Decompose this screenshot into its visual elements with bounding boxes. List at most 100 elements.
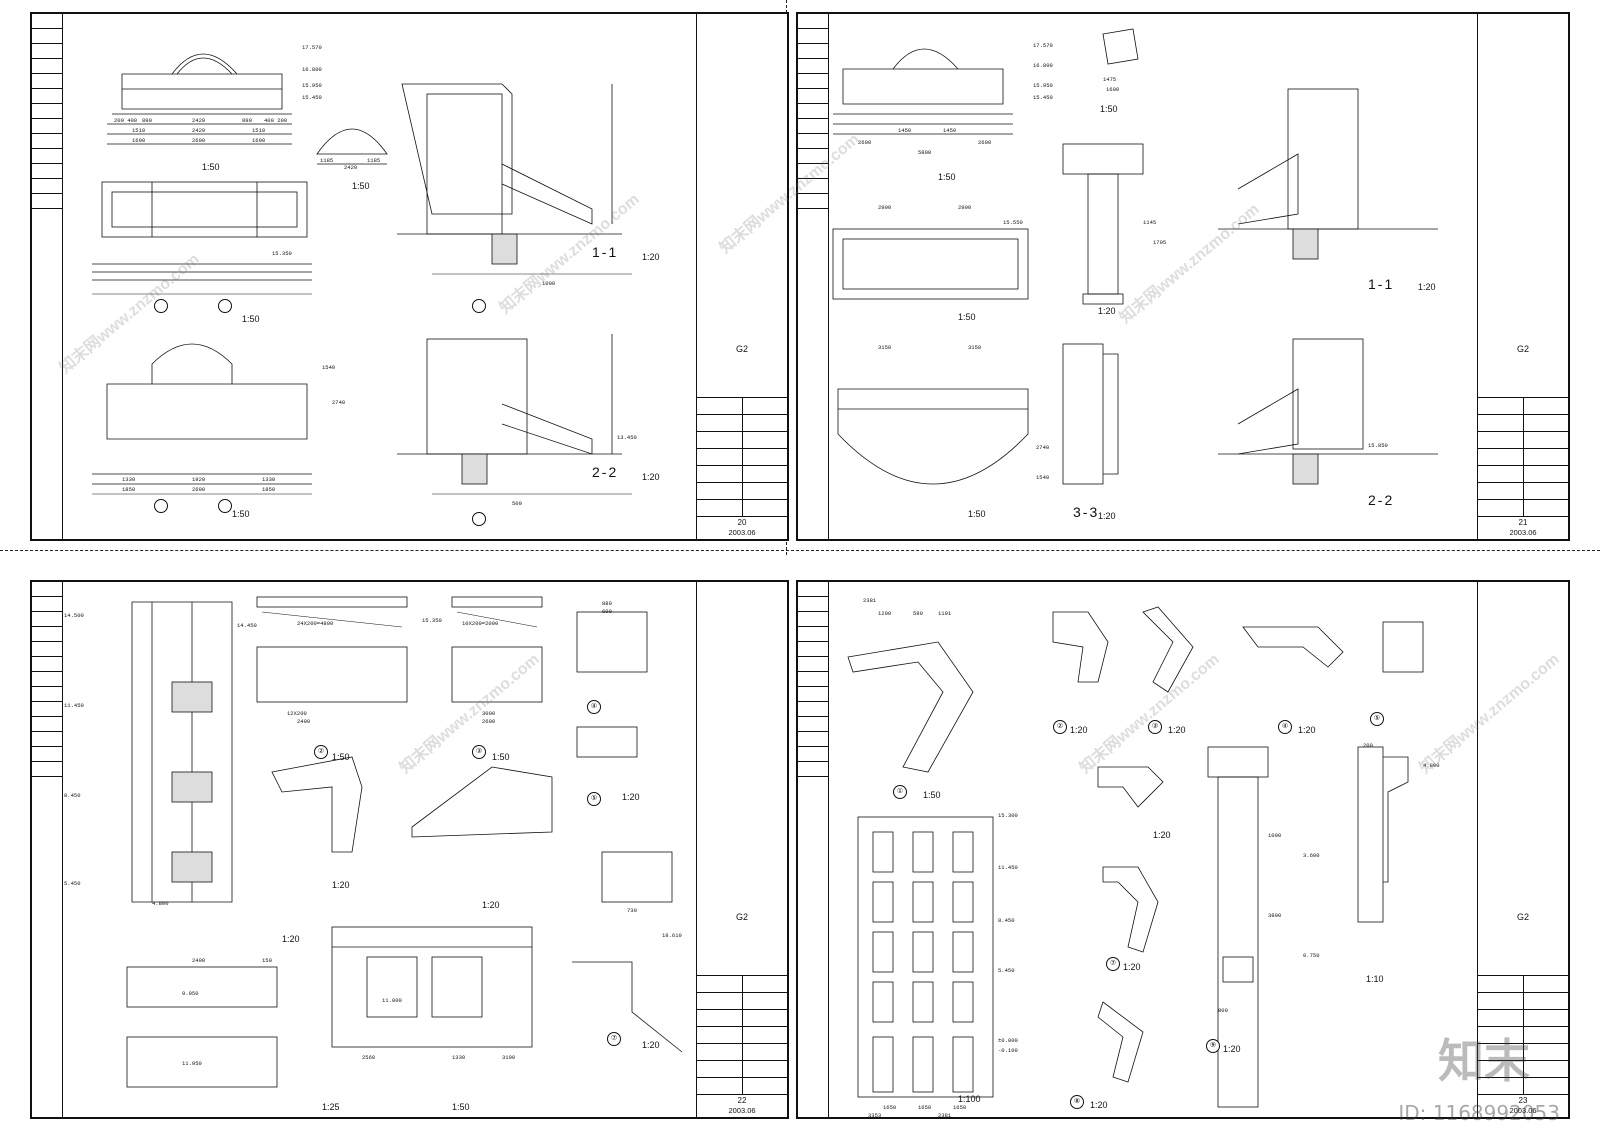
dimension: 3353 bbox=[868, 1112, 882, 1119]
dimension: 3800 bbox=[1268, 912, 1282, 919]
scale-label: 1:50 bbox=[242, 314, 260, 324]
elevation-mark: ±0.000 bbox=[998, 1037, 1018, 1044]
dimension: 2420 bbox=[344, 164, 358, 171]
dimension: 3000 bbox=[482, 710, 496, 717]
elevation-mark: 8.450 bbox=[998, 917, 1015, 924]
dimension: 1191 bbox=[938, 610, 952, 617]
drawing-code: G2 bbox=[1516, 912, 1529, 922]
dimension: 800 bbox=[1218, 1007, 1228, 1014]
drawing-sheet-21: G2 21 2003.06 1:50 1:50 1:50 1:20 1:20 1… bbox=[796, 12, 1570, 541]
title-block-grid: 22 2003.06 bbox=[697, 975, 787, 1117]
scale-label: 1:20 bbox=[1153, 830, 1171, 840]
elevation-mark: 15.300 bbox=[998, 812, 1018, 819]
elevation-mark: 15.950 bbox=[1033, 82, 1053, 89]
sheet-date: 2003.06 bbox=[728, 1106, 756, 1115]
axis-marker bbox=[154, 299, 168, 313]
axis-marker bbox=[218, 299, 232, 313]
scale-label: 1:10 bbox=[1366, 974, 1384, 984]
dimension: 1650 bbox=[953, 1104, 967, 1111]
elevation-mark: 11.000 bbox=[382, 997, 402, 1004]
detail-tag: ⑦ bbox=[1106, 957, 1120, 971]
dimension: 1920 bbox=[192, 476, 206, 483]
dimension: 1185 bbox=[367, 157, 381, 164]
elevation-mark: 11.950 bbox=[182, 1060, 202, 1067]
dimension: 1510 bbox=[252, 127, 266, 134]
dimension: 600 bbox=[602, 608, 612, 615]
sheet-drawing bbox=[847, 606, 1424, 1108]
section-title: 1-1 bbox=[592, 244, 619, 260]
dimension: 890 bbox=[242, 117, 252, 124]
dimension: 1600 bbox=[132, 137, 146, 144]
elevation-mark: 15.450 bbox=[302, 94, 322, 101]
scale-label: 1:20 bbox=[642, 252, 660, 262]
dimension: 1600 bbox=[1106, 86, 1120, 93]
image-id: ID: 1168992053 bbox=[1398, 1101, 1560, 1125]
dimension: 1450 bbox=[943, 127, 957, 134]
dimension: 2600 bbox=[858, 139, 872, 146]
dimension: 2560 bbox=[362, 1054, 376, 1061]
dimension: 3190 bbox=[502, 1054, 516, 1061]
elevation-mark: 14.450 bbox=[237, 622, 257, 629]
detail-tag: ⑧ bbox=[1070, 1095, 1084, 1109]
binding-strip bbox=[798, 14, 829, 539]
dimension: 880 bbox=[602, 600, 612, 607]
drawing-sheet-20: G2 20 2003.06 1:50 1:50 1:50 1:50 1:20 1… bbox=[30, 12, 789, 541]
section-title: 2-2 bbox=[1368, 492, 1395, 508]
title-block: G2 23 2003.06 bbox=[1477, 582, 1568, 1117]
dimension: 10X200=2000 bbox=[462, 620, 499, 627]
elevation-mark: 9.950 bbox=[182, 990, 199, 997]
dimension: 890 bbox=[142, 117, 152, 124]
axis-marker bbox=[472, 299, 486, 313]
axis-marker bbox=[154, 499, 168, 513]
dimension: 1510 bbox=[132, 127, 146, 134]
scale-label: 1:100 bbox=[958, 1094, 981, 1104]
dimension: 1450 bbox=[898, 127, 912, 134]
dimension: 500 bbox=[512, 500, 522, 507]
scale-label: 1:20 bbox=[1098, 511, 1116, 521]
elevation-mark: 15.950 bbox=[302, 82, 322, 89]
scale-label: 1:50 bbox=[352, 181, 370, 191]
dimension: 1850 bbox=[122, 486, 136, 493]
scale-label: 1:20 bbox=[332, 880, 350, 890]
elevation-mark: 4.800 bbox=[152, 900, 169, 907]
section-title: 2-2 bbox=[592, 464, 619, 480]
dimension: 1650 bbox=[883, 1104, 897, 1111]
scale-label: 1:50 bbox=[202, 162, 220, 172]
detail-tag: ③ bbox=[472, 745, 486, 759]
elevation-mark: 0.750 bbox=[1303, 952, 1320, 959]
dimension: 1330 bbox=[262, 476, 276, 483]
detail-tag: ⑨ bbox=[1206, 1039, 1220, 1053]
dimension: 1540 bbox=[1036, 474, 1050, 481]
dimension: 400 200 bbox=[264, 117, 288, 124]
dimension: 2381 bbox=[863, 597, 877, 604]
dimension: 2900 bbox=[878, 204, 892, 211]
elevation-mark: 15.350 bbox=[272, 250, 292, 257]
dimension: 2420 bbox=[192, 127, 206, 134]
detail-tag: ⑤ bbox=[587, 792, 601, 806]
elevation-mark: 15.450 bbox=[1033, 94, 1053, 101]
drawing-sheet-22: G2 22 2003.06 1:50 1:50 1:20 1:20 1:20 1… bbox=[30, 580, 789, 1119]
elevation-mark: 13.450 bbox=[617, 434, 637, 441]
title-block: G2 22 2003.06 bbox=[696, 582, 787, 1117]
elevation-mark: 4.800 bbox=[1423, 762, 1440, 769]
dimension: 2400 bbox=[192, 957, 206, 964]
drawing-code: G2 bbox=[735, 344, 748, 354]
dimension: 2600 bbox=[192, 137, 206, 144]
scale-label: 1:20 bbox=[642, 1040, 660, 1050]
sheet-number: 21 bbox=[1518, 518, 1528, 527]
section-title: 3-3 bbox=[1073, 504, 1100, 520]
dimension: 3150 bbox=[968, 344, 982, 351]
elevation-mark: 18.610 bbox=[662, 932, 682, 939]
scale-label: 1:20 bbox=[1070, 725, 1088, 735]
dimension: 1600 bbox=[252, 137, 266, 144]
scale-label: 1:50 bbox=[923, 790, 941, 800]
dimension: 2600 bbox=[192, 486, 206, 493]
sheet-number: 23 bbox=[1518, 1096, 1528, 1105]
dimension: 1330 bbox=[122, 476, 136, 483]
dimension: 1650 bbox=[918, 1104, 932, 1111]
elevation-mark: 11.450 bbox=[64, 702, 84, 709]
title-block: G2 21 2003.06 bbox=[1477, 14, 1568, 539]
brand-logo: 知末 bbox=[1438, 1034, 1530, 1088]
scale-label: 1:25 bbox=[322, 1102, 340, 1112]
dimension: 2900 bbox=[958, 204, 972, 211]
